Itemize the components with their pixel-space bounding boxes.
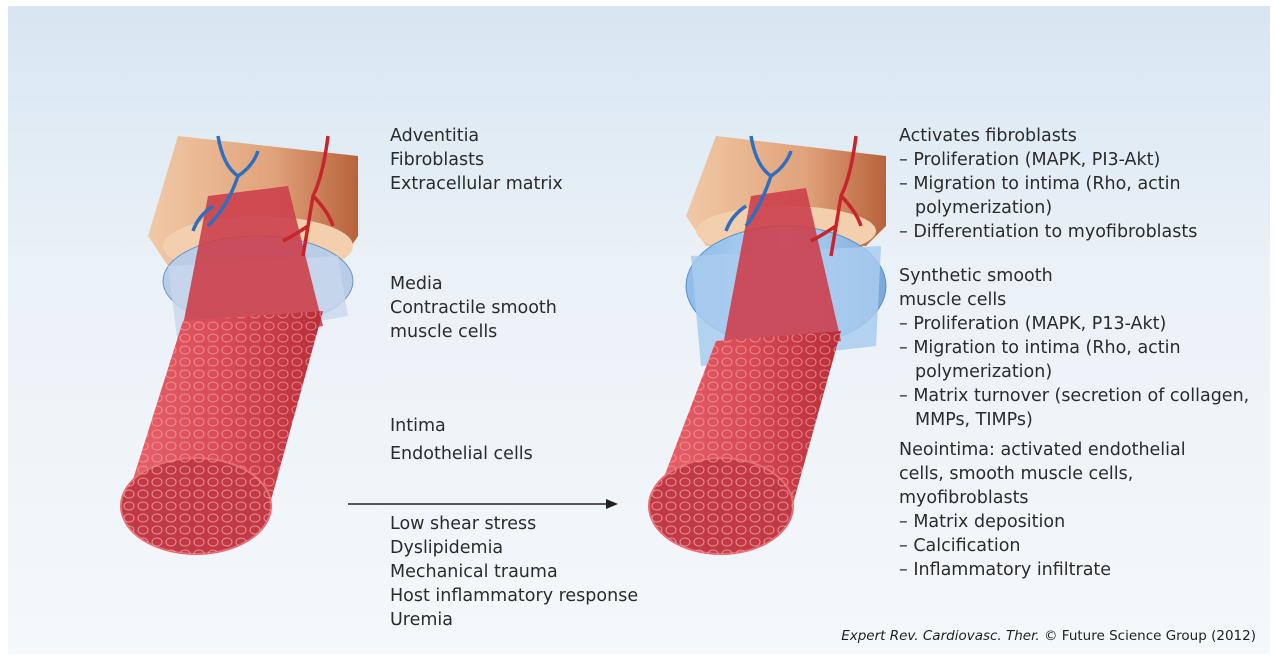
neointima-title-line-3: myofibroblasts	[899, 486, 1186, 510]
smc-item: – Migration to intima (Rho, actin	[899, 336, 1249, 360]
citation-copyright: © Future Science Group (2012)	[1040, 628, 1256, 644]
smc-item: – Matrix turnover (secretion of collagen…	[899, 384, 1249, 408]
neointima-item: – Matrix deposition	[899, 510, 1186, 534]
activated-vessel-svg	[636, 116, 896, 566]
media-line-2: muscle cells	[390, 320, 557, 344]
smc-effects-group: Synthetic smooth muscle cells – Prolifer…	[899, 264, 1249, 432]
fibroblast-title: Activates fibroblasts	[899, 124, 1197, 148]
neointima-item: – Calcification	[899, 534, 1186, 558]
activated-vessel-illustration	[636, 116, 896, 566]
fibroblast-item-cont: polymerization)	[899, 196, 1197, 220]
risk-factor: Low shear stress	[390, 512, 638, 536]
normal-vessel-svg	[108, 116, 368, 566]
intima-line-1: Endothelial cells	[390, 442, 533, 466]
risk-factor: Mechanical trauma	[390, 560, 638, 584]
fibroblast-item: – Differentiation to myofibroblasts	[899, 220, 1197, 244]
media-line-1: Contractile smooth	[390, 296, 557, 320]
smc-title-line-1: Synthetic smooth	[899, 264, 1249, 288]
fibroblast-item: – Proliferation (MAPK, PI3-Akt)	[899, 148, 1197, 172]
smc-item-cont: MMPs, TIMPs)	[899, 408, 1249, 432]
risk-factor: Host inflammatory response	[390, 584, 638, 608]
neointima-title-line-1: Neointima: activated endothelial	[899, 438, 1186, 462]
neointima-title-line-2: cells, smooth muscle cells,	[899, 462, 1186, 486]
risk-factor: Uremia	[390, 608, 638, 632]
risk-factors-list: Low shear stress Dyslipidemia Mechanical…	[390, 512, 638, 632]
fibroblast-effects-group: Activates fibroblasts – Proliferation (M…	[899, 124, 1197, 244]
smc-item: – Proliferation (MAPK, P13-Akt)	[899, 312, 1249, 336]
smc-title-line-2: muscle cells	[899, 288, 1249, 312]
neointima-item: – Inflammatory infiltrate	[899, 558, 1186, 582]
smc-item-cont: polymerization)	[899, 360, 1249, 384]
media-title: Media	[390, 272, 557, 296]
citation-journal: Expert Rev. Cardiovasc. Ther.	[841, 628, 1040, 644]
risk-factor: Dyslipidemia	[390, 536, 638, 560]
adventitia-line-1: Fibroblasts	[390, 148, 563, 172]
neointima-effects-group: Neointima: activated endothelial cells, …	[899, 438, 1186, 582]
media-label-group: Media Contractile smooth muscle cells	[390, 272, 557, 344]
adventitia-label-group: Adventitia Fibroblasts Extracellular mat…	[390, 124, 563, 196]
citation: Expert Rev. Cardiovasc. Ther. © Future S…	[841, 628, 1256, 644]
figure-panel: Adventitia Fibroblasts Extracellular mat…	[8, 6, 1270, 654]
adventitia-line-2: Extracellular matrix	[390, 172, 563, 196]
intima-label-group: Intima Endothelial cells	[390, 414, 533, 466]
normal-vessel-illustration	[108, 116, 368, 566]
adventitia-title: Adventitia	[390, 124, 563, 148]
fibroblast-item: – Migration to intima (Rho, actin	[899, 172, 1197, 196]
intima-title: Intima	[390, 414, 533, 438]
